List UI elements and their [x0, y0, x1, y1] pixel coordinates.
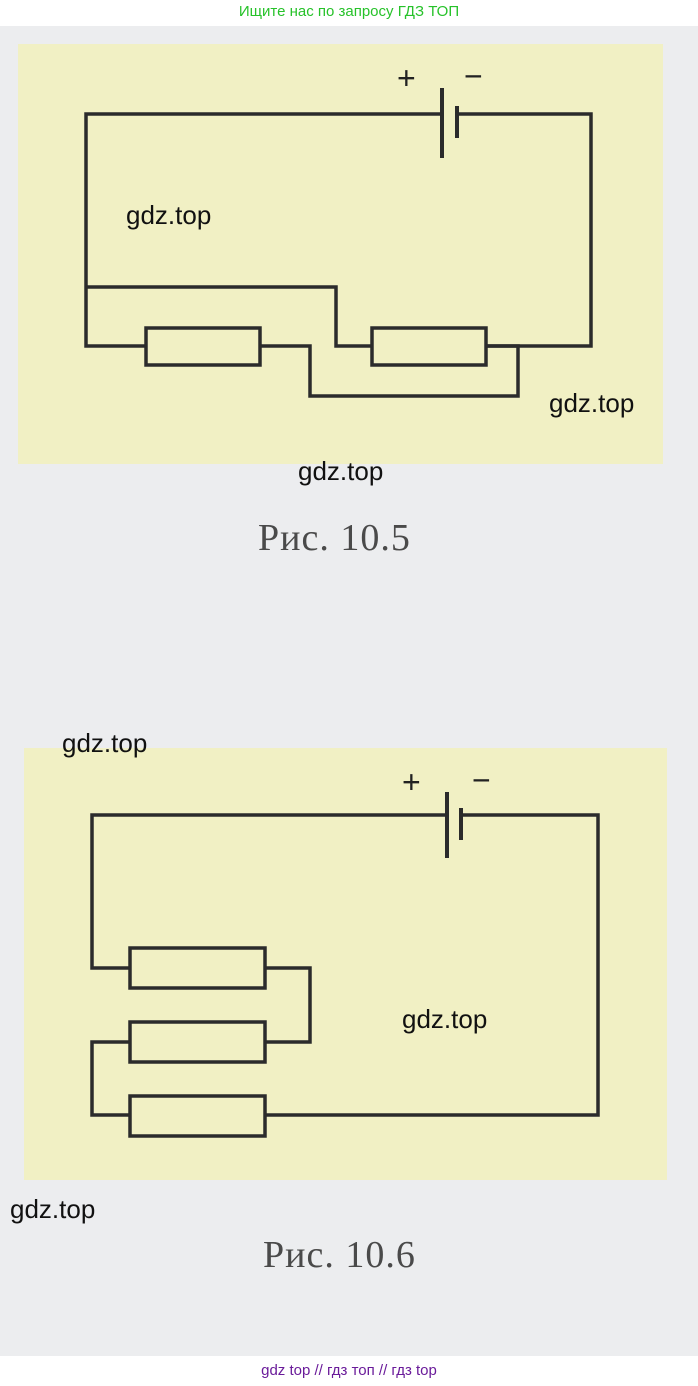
bottom-footer[interactable]: gdz top // гдз топ // гдз top	[0, 1356, 698, 1386]
resistor-a	[128, 946, 267, 990]
circuit-10-6	[90, 792, 600, 1138]
circuit-diagrams	[84, 88, 600, 1138]
top-banner[interactable]: Ищите нас по запросу ГДЗ ТОП	[0, 0, 698, 26]
wire-bc-left	[90, 1040, 130, 1117]
textbook-scan: + − + − Рис. 10.5 Рис. 10.6 gdz.top gdz.…	[0, 26, 698, 1356]
figure-10-5-caption: Рис. 10.5	[258, 517, 411, 559]
wire-branch-upper	[86, 285, 372, 348]
watermark-5: gdz.top	[402, 1004, 488, 1034]
figure-10-6-caption: Рис. 10.6	[263, 1234, 416, 1276]
circuit-10-5	[84, 88, 593, 398]
wire-left-loop	[90, 813, 447, 970]
wire-top-right	[457, 112, 593, 348]
minus-sign-10-6: −	[472, 762, 491, 798]
resistor-c	[128, 1094, 267, 1138]
banner-text[interactable]: Ищите нас по запросу ГДЗ ТОП	[238, 3, 460, 20]
resistor-b	[128, 1020, 267, 1064]
watermark-2: gdz.top	[549, 388, 635, 418]
resistor-2	[370, 326, 488, 367]
minus-sign-10-5: −	[464, 58, 483, 94]
plus-sign-10-6: +	[402, 764, 421, 800]
watermark-3: gdz.top	[298, 456, 384, 486]
wire-ab-right	[265, 966, 312, 1044]
resistor-1	[144, 326, 262, 367]
footer-text[interactable]: gdz top // гдз топ // гдз top	[261, 1362, 437, 1379]
plus-sign-10-5: +	[397, 60, 416, 96]
watermark-4: gdz.top	[62, 728, 148, 758]
wire-right-loop	[265, 813, 600, 1117]
watermark-6: gdz.top	[10, 1194, 96, 1224]
wire-branch-lower	[260, 344, 520, 398]
wire-top-left	[84, 112, 442, 348]
watermark-1: gdz.top	[126, 200, 212, 230]
